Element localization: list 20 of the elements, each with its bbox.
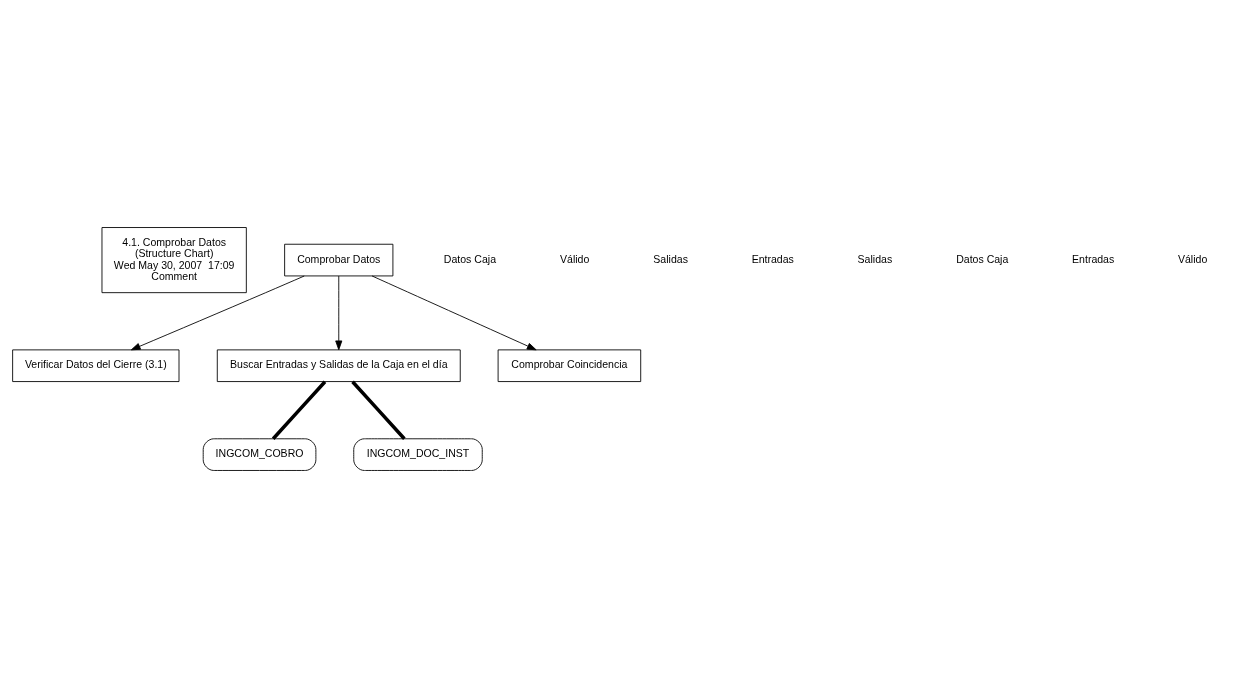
node-box: INGCOM_DOC_INST bbox=[353, 438, 483, 471]
label: Salidas bbox=[857, 252, 893, 265]
node-box: INGCOM_COBRO bbox=[202, 438, 317, 471]
label: Entradas bbox=[751, 252, 794, 265]
node-box: Comprobar Coincidencia bbox=[497, 349, 642, 382]
connector bbox=[351, 380, 406, 440]
label: Datos Caja bbox=[956, 252, 1009, 265]
arrow bbox=[371, 275, 537, 351]
node-box: Comprobar Datos bbox=[284, 243, 394, 277]
label: Válido bbox=[1177, 252, 1208, 265]
arrow bbox=[335, 275, 343, 351]
node-box: Buscar Entradas y Salidas de la Caja en el día bbox=[216, 349, 461, 382]
label: Entradas bbox=[1072, 252, 1115, 265]
label: Válido bbox=[560, 252, 590, 265]
node-box: Verificar Datos del Cierre (3.1) bbox=[12, 349, 180, 382]
label: Salidas bbox=[653, 252, 688, 265]
node-box: 4.1. Comprobar Datos (Structure Chart) Wed May 30, 2007 17:09 Comment bbox=[101, 227, 247, 294]
label: Datos Caja bbox=[443, 252, 497, 265]
connector bbox=[271, 380, 327, 440]
arrow bbox=[130, 275, 305, 351]
